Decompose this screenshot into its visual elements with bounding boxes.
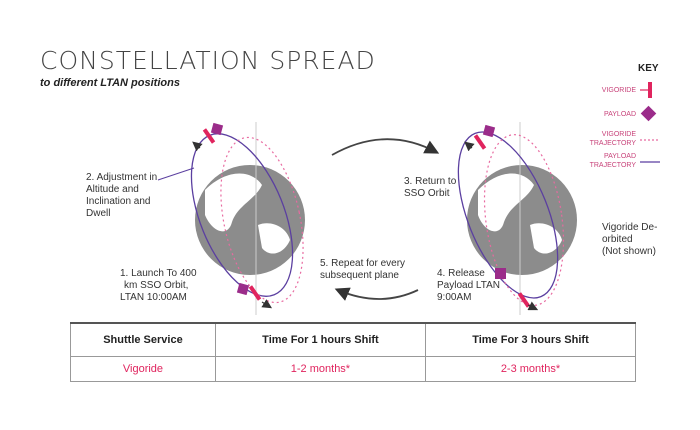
key-payload-label: PAYLOAD: [603, 111, 636, 118]
forward-arc-arrow: [331, 138, 440, 156]
key-vigoride-icon: [648, 82, 652, 98]
left-vigoride-trajectory: [220, 136, 304, 304]
left-payload-bottom: [236, 282, 250, 296]
return-arc-arrow: [334, 287, 419, 301]
header-1-hour-shift: Time For 1 hours Shift: [214, 322, 426, 357]
left-vigoride-top: [202, 128, 216, 144]
right-earth: [467, 165, 577, 275]
deorbit-label: Vigoride De-orbited(Not shown): [602, 222, 658, 257]
left-payload-top: [210, 122, 224, 136]
left-vigoride-bottom: [248, 285, 262, 301]
header-3-hour-shift: Time For 3 hours Shift: [424, 322, 637, 357]
right-vigoride-top: [473, 134, 487, 150]
right-payload-release: [495, 268, 506, 279]
left-arrow-top: [192, 141, 203, 152]
table-header-row: Shuttle Service Time For 1 hours Shift T…: [70, 322, 637, 357]
right-vigoride-bottom: [517, 292, 531, 308]
cell-1-hour-time: 1-2 months*: [214, 356, 426, 382]
key-vigoride-label: VIGORIDE: [601, 87, 636, 94]
page-subtitle: to different LTAN positions: [40, 77, 180, 89]
step2-leader: [157, 167, 195, 181]
page-title: CONSTELLATION SPREAD: [40, 46, 376, 75]
cell-service-name: Vigoride: [70, 356, 216, 382]
left-arrow-bottom: [261, 299, 273, 309]
table-row: Vigoride 1-2 months* 2-3 months*: [70, 356, 637, 382]
key-title: KEY: [638, 63, 659, 74]
right-payload-top: [482, 124, 496, 138]
header-shuttle-service: Shuttle Service: [70, 322, 216, 357]
right-payload-trajectory: [457, 131, 559, 299]
cell-3-hour-time: 2-3 months*: [424, 356, 637, 382]
key-payload-icon: [640, 105, 657, 122]
right-arrow-bottom: [527, 301, 539, 311]
right-arrow-top: [464, 141, 475, 152]
shuttle-time-table: Shuttle Service Time For 1 hours Shift T…: [70, 322, 637, 382]
